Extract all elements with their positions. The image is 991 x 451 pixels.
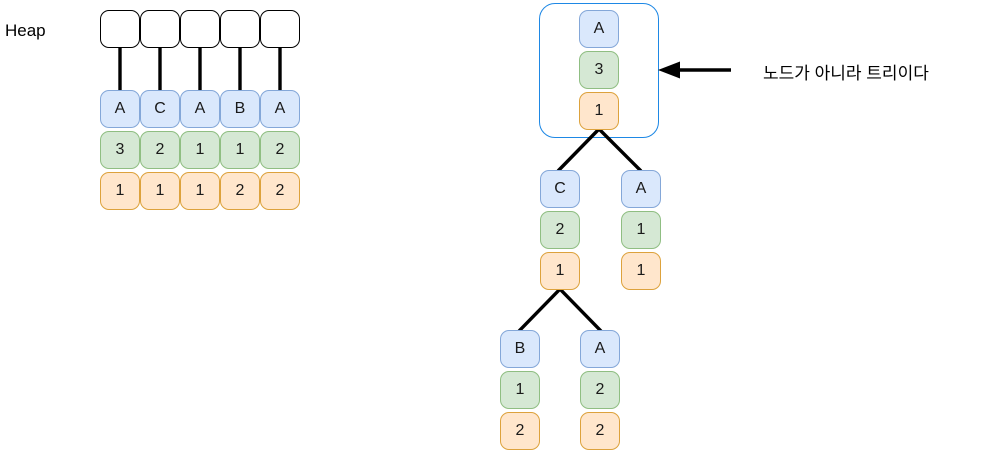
node-letter-cell: A (621, 170, 661, 208)
node-order-cell: 1 (579, 92, 619, 130)
heap-column-0: A 3 1 (100, 10, 140, 210)
heap-slot-box (260, 10, 300, 48)
heap-order-cell: 1 (140, 172, 180, 210)
node-count-cell: 2 (540, 211, 580, 249)
node-count-cell: 1 (621, 211, 661, 249)
heap-slot-box (140, 10, 180, 48)
heap-column-3: B 1 2 (220, 10, 260, 210)
heap-column-2: A 1 1 (180, 10, 220, 210)
node-count-cell: 1 (500, 371, 540, 409)
annotation-text: 노드가 아니라 트리이다 (763, 64, 929, 83)
heap-letter-cell: A (100, 90, 140, 128)
heap-column-1: C 2 1 (140, 10, 180, 210)
heap-count-cell: 1 (180, 131, 220, 169)
heap-count-cell: 2 (140, 131, 180, 169)
heap-order-cell: 1 (100, 172, 140, 210)
heap-slot-box (100, 10, 140, 48)
node-letter-cell: B (500, 330, 540, 368)
node-order-cell: 2 (580, 412, 620, 450)
node-order-cell: 1 (540, 252, 580, 290)
tree-node-right-grandchild: A 2 2 (580, 330, 620, 450)
heap-count-cell: 3 (100, 131, 140, 169)
heap-letter-cell: C (140, 90, 180, 128)
tree-node-left-child: C 2 1 (540, 170, 580, 290)
tree-node-left-grandchild: B 1 2 (500, 330, 540, 450)
heap-count-cell: 1 (220, 131, 260, 169)
tree-node-root: A 3 1 (579, 10, 619, 130)
heap-order-cell: 1 (180, 172, 220, 210)
tree-edge-child-left (517, 287, 562, 333)
heap-slot-box (220, 10, 260, 48)
node-order-cell: 1 (621, 252, 661, 290)
node-order-cell: 2 (500, 412, 540, 450)
heap-order-cell: 2 (260, 172, 300, 210)
tree-node-right-child: A 1 1 (621, 170, 661, 290)
heap-count-cell: 2 (260, 131, 300, 169)
heap-title: Heap (5, 21, 46, 40)
heap-letter-cell: A (260, 90, 300, 128)
node-letter-cell: A (580, 330, 620, 368)
node-count-cell: 3 (579, 51, 619, 89)
tree-edge-child-right (558, 287, 603, 333)
heap-column-4: A 2 2 (260, 10, 300, 210)
heap-letter-cell: A (180, 90, 220, 128)
heap-order-cell: 2 (220, 172, 260, 210)
node-letter-cell: C (540, 170, 580, 208)
arrow-left-icon (658, 61, 680, 79)
heap-letter-cell: B (220, 90, 260, 128)
heap-slot-box (180, 10, 220, 48)
node-count-cell: 2 (580, 371, 620, 409)
node-letter-cell: A (579, 10, 619, 48)
